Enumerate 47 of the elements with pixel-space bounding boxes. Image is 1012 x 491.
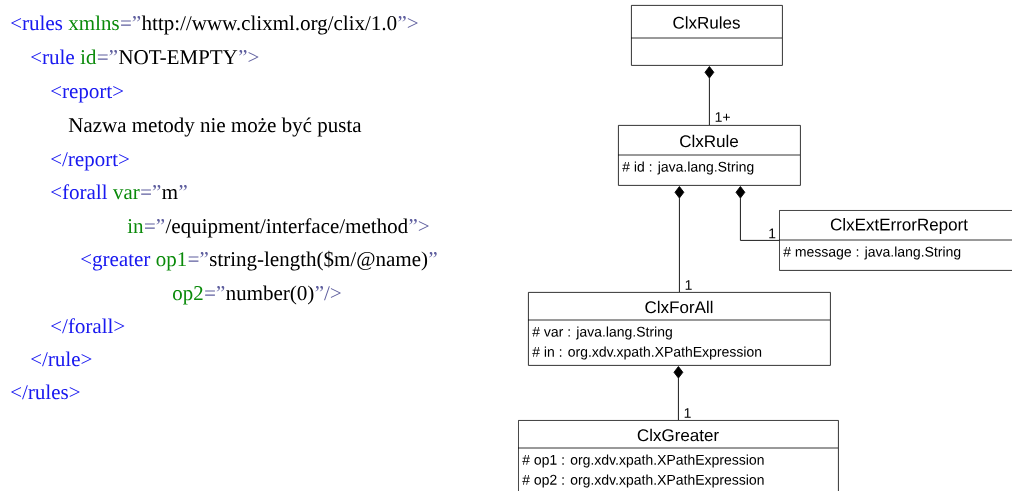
code-text: /equipment/interface/method [165, 218, 408, 238]
code-text: </forall> [51, 318, 125, 334]
class-box: ClxRule # id : java.lang.String [617, 125, 801, 186]
composition-line [704, 66, 715, 126]
code-text: =” [141, 185, 161, 195]
code-text: <greater [81, 253, 151, 271]
code-text: op2 [173, 286, 203, 305]
multiplicity-label: 1 [682, 407, 693, 419]
code-text: http://www.clixml.org/clix/1.0 [141, 15, 397, 35]
composition-line [735, 186, 780, 241]
code-text: ”> [239, 50, 259, 63]
code-text: number(0) [226, 285, 314, 305]
code-text: <rules [11, 15, 63, 31]
code-text: =” [121, 16, 141, 26]
multiplicity-label: 1 [683, 279, 694, 291]
code-text: Nazwa metody nie może być pusta [68, 117, 362, 137]
class-box: ClxExtErrorReport # message : java.lang.String [778, 210, 1012, 271]
code-text: <rule [31, 49, 74, 65]
code-text: =” [188, 252, 208, 262]
code-text: ”> [409, 219, 429, 232]
multiplicity-label: 1+ [713, 111, 732, 123]
code-text: ” [179, 185, 187, 191]
code-text: NOT-EMPTY [119, 50, 238, 65]
code-text: <report> [51, 85, 124, 103]
code-text: op1 [156, 252, 186, 271]
code-text: =” [145, 219, 165, 229]
code-text: ”> [398, 16, 418, 29]
code-text: in [127, 219, 144, 233]
code-text: =” [205, 286, 225, 296]
class-box: ClxRules [630, 5, 783, 66]
code-text: string-length($m/@name) [210, 250, 428, 271]
composition-line [673, 366, 684, 421]
class-box: ClxForAll # var : java.lang.String # in : org.xdv.xpath.XPathExpression [527, 292, 831, 366]
code-text: ”/> [315, 286, 341, 301]
multiplicity-label: 1 [767, 227, 777, 240]
code-text: <forall [51, 184, 108, 200]
code-text: =” [97, 50, 117, 60]
code-text: </rule> [31, 351, 92, 367]
code-text: xmlns [68, 15, 119, 31]
class-box: ClxGreater # op1 : org.xdv.xpath.XPathExpression # op2 : org.xdv.xpath.XPathExpression [517, 420, 839, 491]
code-text: </rules> [11, 384, 80, 400]
code-text: m [162, 189, 178, 199]
code-text: var [112, 189, 140, 200]
code-text: ” [429, 252, 437, 258]
code-text: </report> [51, 152, 129, 171]
composition-line [674, 186, 685, 293]
code-text: id [80, 49, 97, 65]
